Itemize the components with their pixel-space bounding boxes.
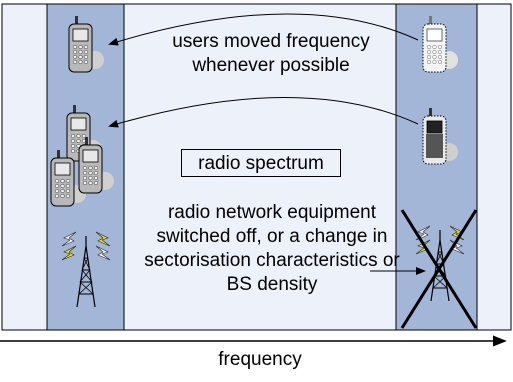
users-moved-label: users moved frequency whenever possible [172,31,370,76]
radio-spectrum-label: radio spectrum [181,149,341,177]
equipment-note-label: radio network equipment switched off, or… [144,202,400,295]
migration-arrow-top [108,13,419,46]
frequency-axis-label: frequency [218,349,302,370]
migration-arrow-middle [108,97,419,128]
cross-out-icon [400,209,478,329]
